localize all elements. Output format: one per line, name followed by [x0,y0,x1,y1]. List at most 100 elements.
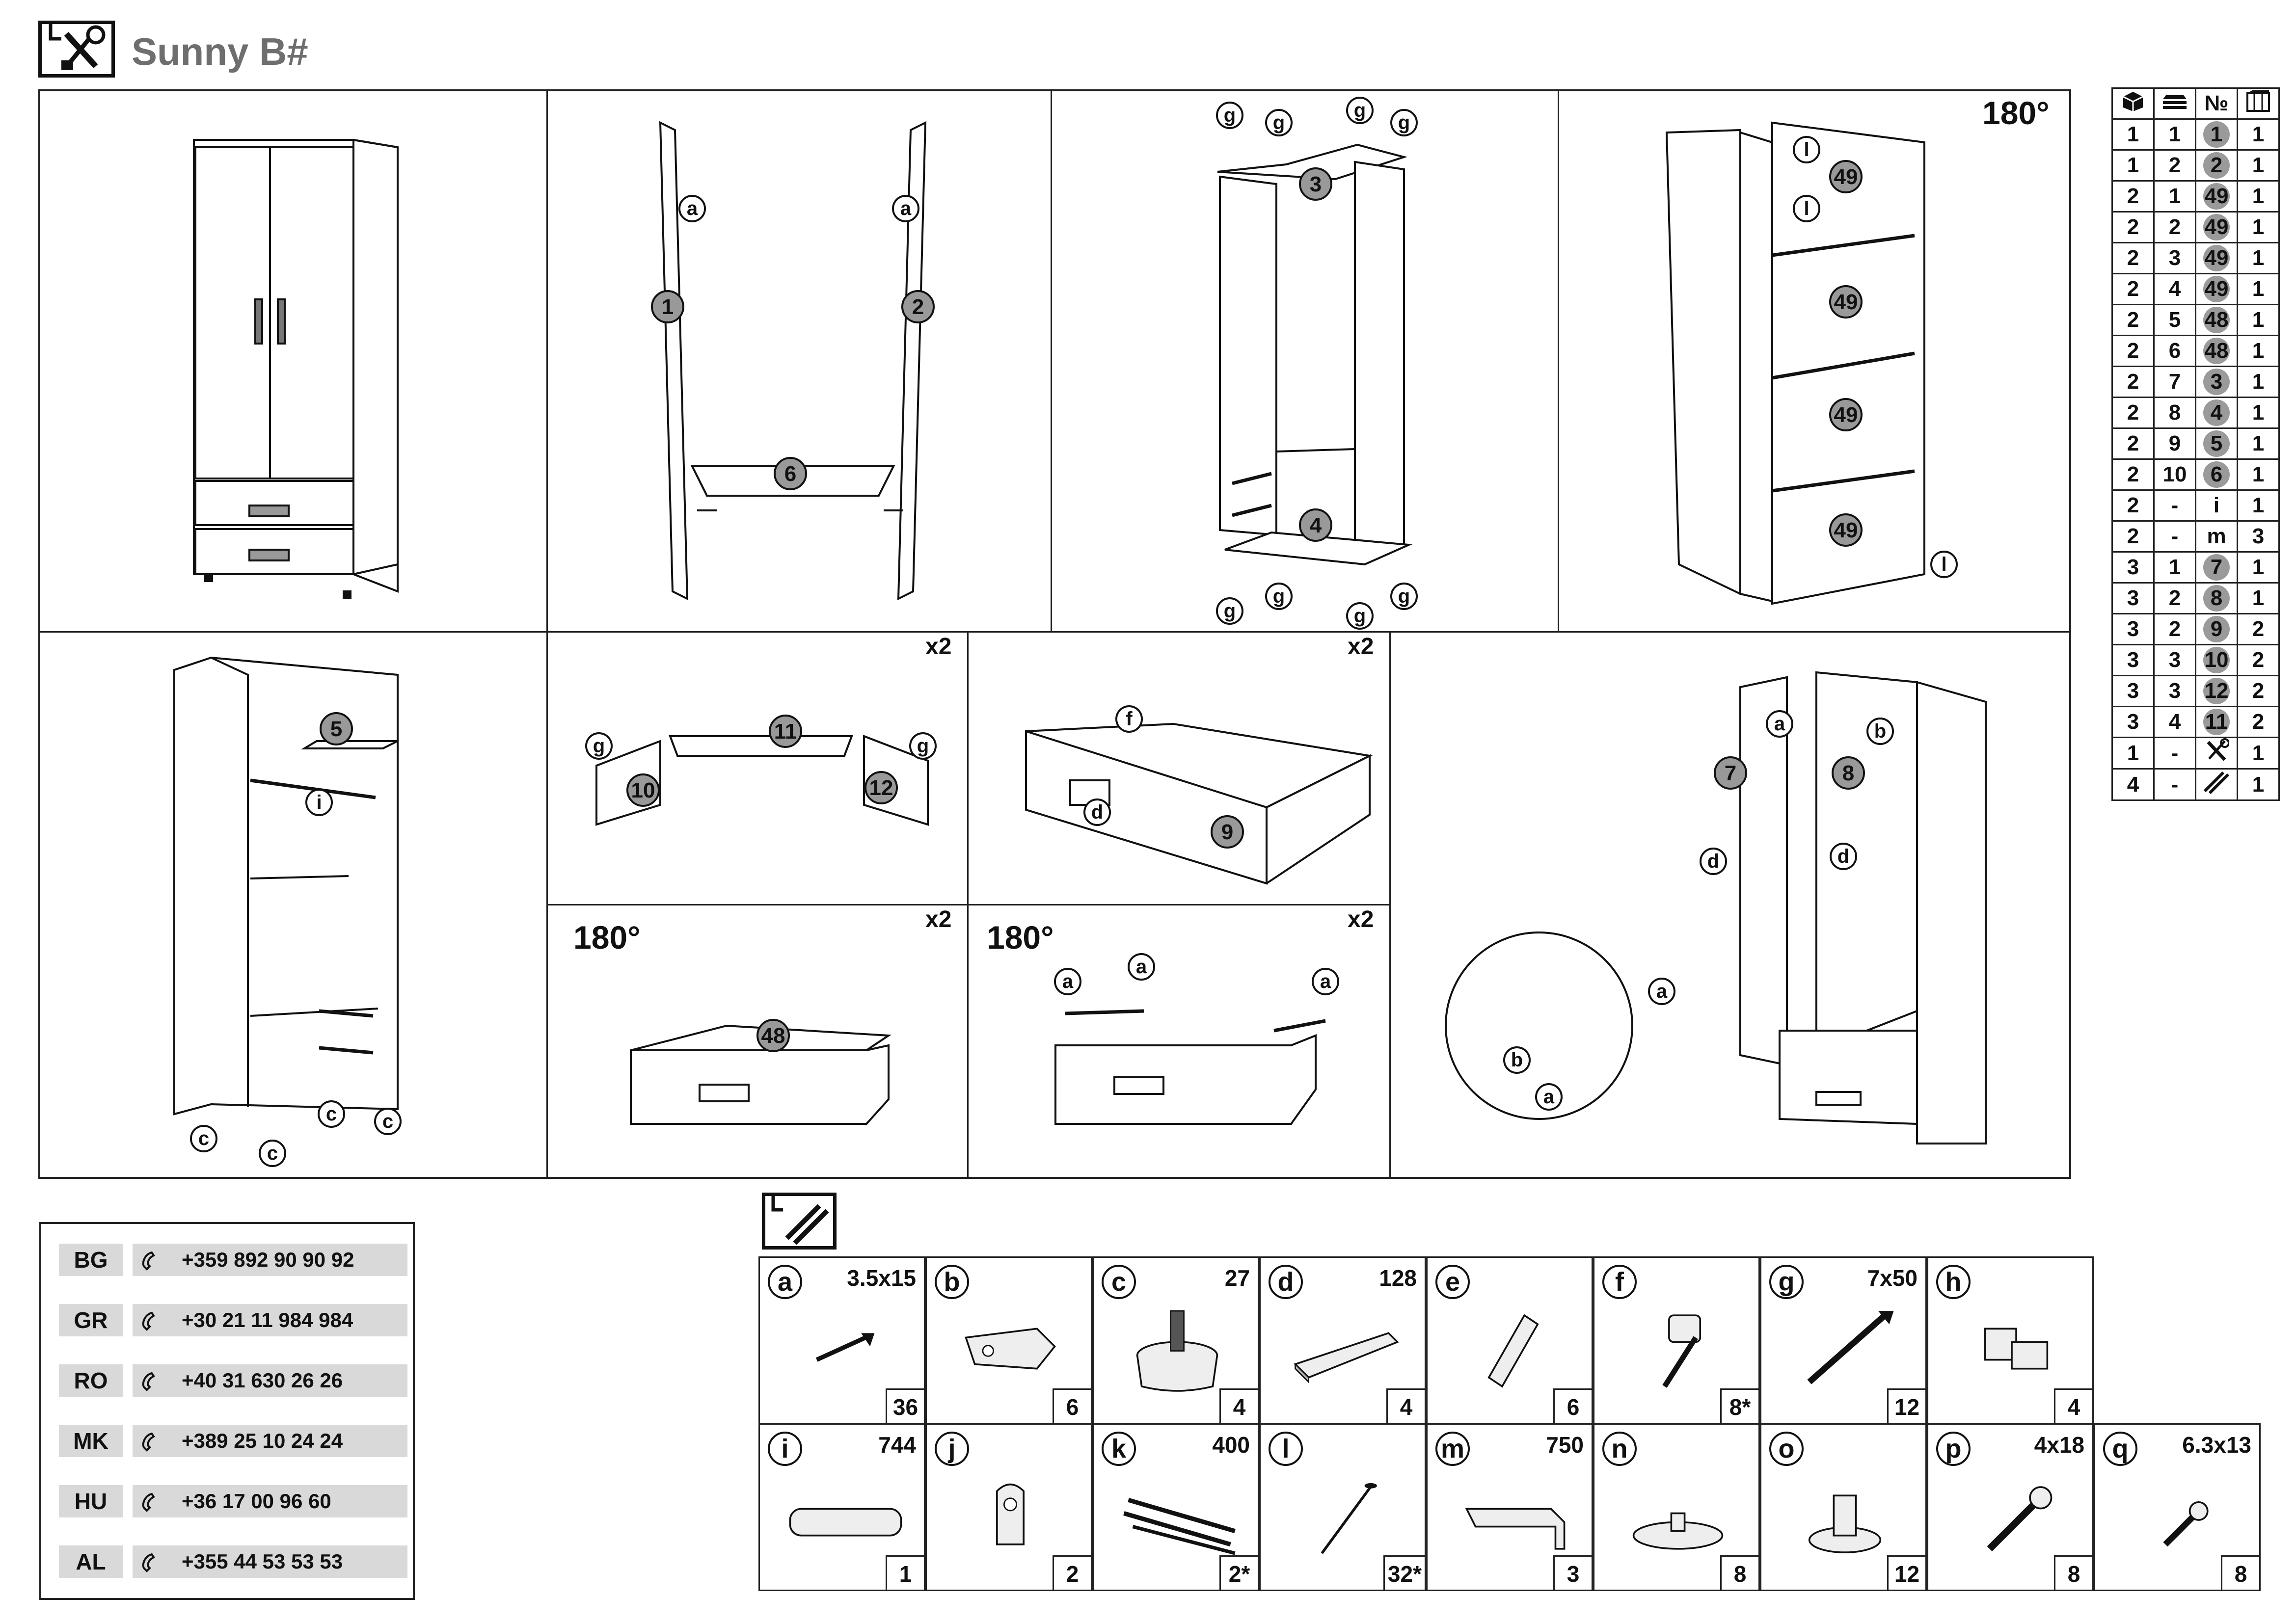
drawer-bottom-drawing [630,1024,892,1125]
divider [1558,89,1559,632]
phone-icon [142,1251,155,1271]
layer-cell: 8 [2153,397,2196,429]
hardware-quantity: 8* [1720,1388,1758,1423]
count-cell: 1 [2237,211,2280,243]
box-cell: 3 [2111,551,2155,584]
hardware-letter: d [1269,1265,1303,1299]
hardware-b-icon [965,1328,1056,1370]
svg-text:12: 12 [869,776,893,800]
count-cell: 1 [2237,118,2280,151]
hardware-letter: a [768,1265,802,1299]
svg-text:49: 49 [1834,403,1858,427]
svg-text:a: a [1656,981,1668,1002]
hardware-q-icon [2163,1501,2209,1547]
svg-text:g: g [1273,585,1285,607]
phone-number[interactable]: +40 31 630 26 26 [133,1364,407,1397]
count-cell: 2 [2237,613,2280,645]
hardware-quantity: 4 [1386,1388,1425,1423]
country-code: BG [59,1244,123,1276]
hardware-a-icon [815,1333,875,1362]
number-header: № [2195,87,2238,120]
count-cell: 2 [2237,706,2280,738]
box-cell: 2 [2111,211,2155,243]
box-cell: 3 [2111,582,2155,614]
phone-number[interactable]: +389 25 10 24 24 [133,1425,407,1457]
phone-number[interactable]: +359 892 90 90 92 [133,1244,407,1276]
phone-number[interactable]: +30 21 11 984 984 [133,1304,407,1336]
box-cell: 3 [2111,706,2155,738]
part-number-cell: 49 [2195,211,2238,243]
phone-number[interactable]: +355 44 53 53 53 [133,1545,407,1578]
hardware-j-icon [996,1484,1025,1545]
part-number-cell: 12 [2195,675,2238,707]
hardware-size: 744 [878,1432,916,1458]
svg-text:6: 6 [784,462,796,486]
hardware-size: 750 [1546,1432,1584,1458]
hardware-quantity: 4 [1219,1388,1258,1423]
part-number-cell: 48 [2195,304,2238,336]
part-number: 9 [2203,616,2230,642]
part-number: 11 [2203,709,2230,735]
hardware-i-icon [789,1508,902,1537]
hardware-h-icon [1984,1328,2049,1370]
svg-text:c: c [326,1103,337,1125]
box-cell: 3 [2111,644,2155,676]
part-number: 6 [2203,461,2230,488]
hardware-letter: q [2103,1432,2137,1466]
parts-table-header: № [2111,87,2280,120]
rotate-180-label: 180° [1982,95,2050,131]
hardware-quantity: 8 [2054,1555,2092,1590]
part-number: 48 [2203,307,2230,333]
count-cell: 1 [2237,273,2280,305]
svg-text:b: b [1874,720,1886,742]
box-cell: 2 [2111,366,2155,398]
hardware-quantity: 36 [886,1388,924,1423]
svg-text:a: a [1136,956,1147,978]
hardware-letter: f [1602,1265,1637,1299]
hardware-size: 400 [1212,1432,1250,1458]
hardware-item-d: d 128 4 [1259,1256,1426,1424]
country-code: RO [59,1364,123,1397]
hardware-letter: m [1435,1432,1470,1466]
hardware-letter: l [1269,1432,1303,1466]
svg-text:2: 2 [912,295,924,319]
svg-text:g: g [1398,585,1410,607]
hardware-size: 7x50 [1867,1265,1918,1291]
svg-text:d: d [1091,801,1103,823]
layer-cell: 2 [2153,211,2196,243]
rotate-180-label: 180° [987,919,1054,956]
hardware-letter: g [1769,1265,1804,1299]
count-cell: 1 [2237,737,2280,770]
part-number: 1 [2203,121,2230,148]
hardware-size: 128 [1379,1265,1417,1291]
box-cell: 2 [2111,335,2155,367]
svg-text:a: a [1062,971,1074,992]
hardware-l-icon [1321,1483,1377,1554]
part-number-cell: 3 [2195,366,2238,398]
rails-icon [762,1193,837,1250]
hardware-letter: p [1936,1432,1971,1466]
part-number-cell: 5 [2195,427,2238,460]
instructions-frame [38,89,2071,1179]
svg-text:3: 3 [1310,172,1322,196]
count-cell: 1 [2237,458,2280,491]
hardware-quantity: 6 [1553,1388,1592,1423]
count-cell: 1 [2237,489,2280,522]
part-number-cell: 49 [2195,180,2238,213]
part-number-cell: m [2195,520,2238,553]
count-cell: 1 [2237,397,2280,429]
phone-number[interactable]: +36 17 00 96 60 [133,1485,407,1517]
hardware-o-icon [1808,1494,1882,1553]
svg-text:b: b [1511,1049,1523,1071]
layer-cell: 1 [2153,118,2196,151]
hardware-letter: e [1435,1265,1470,1299]
